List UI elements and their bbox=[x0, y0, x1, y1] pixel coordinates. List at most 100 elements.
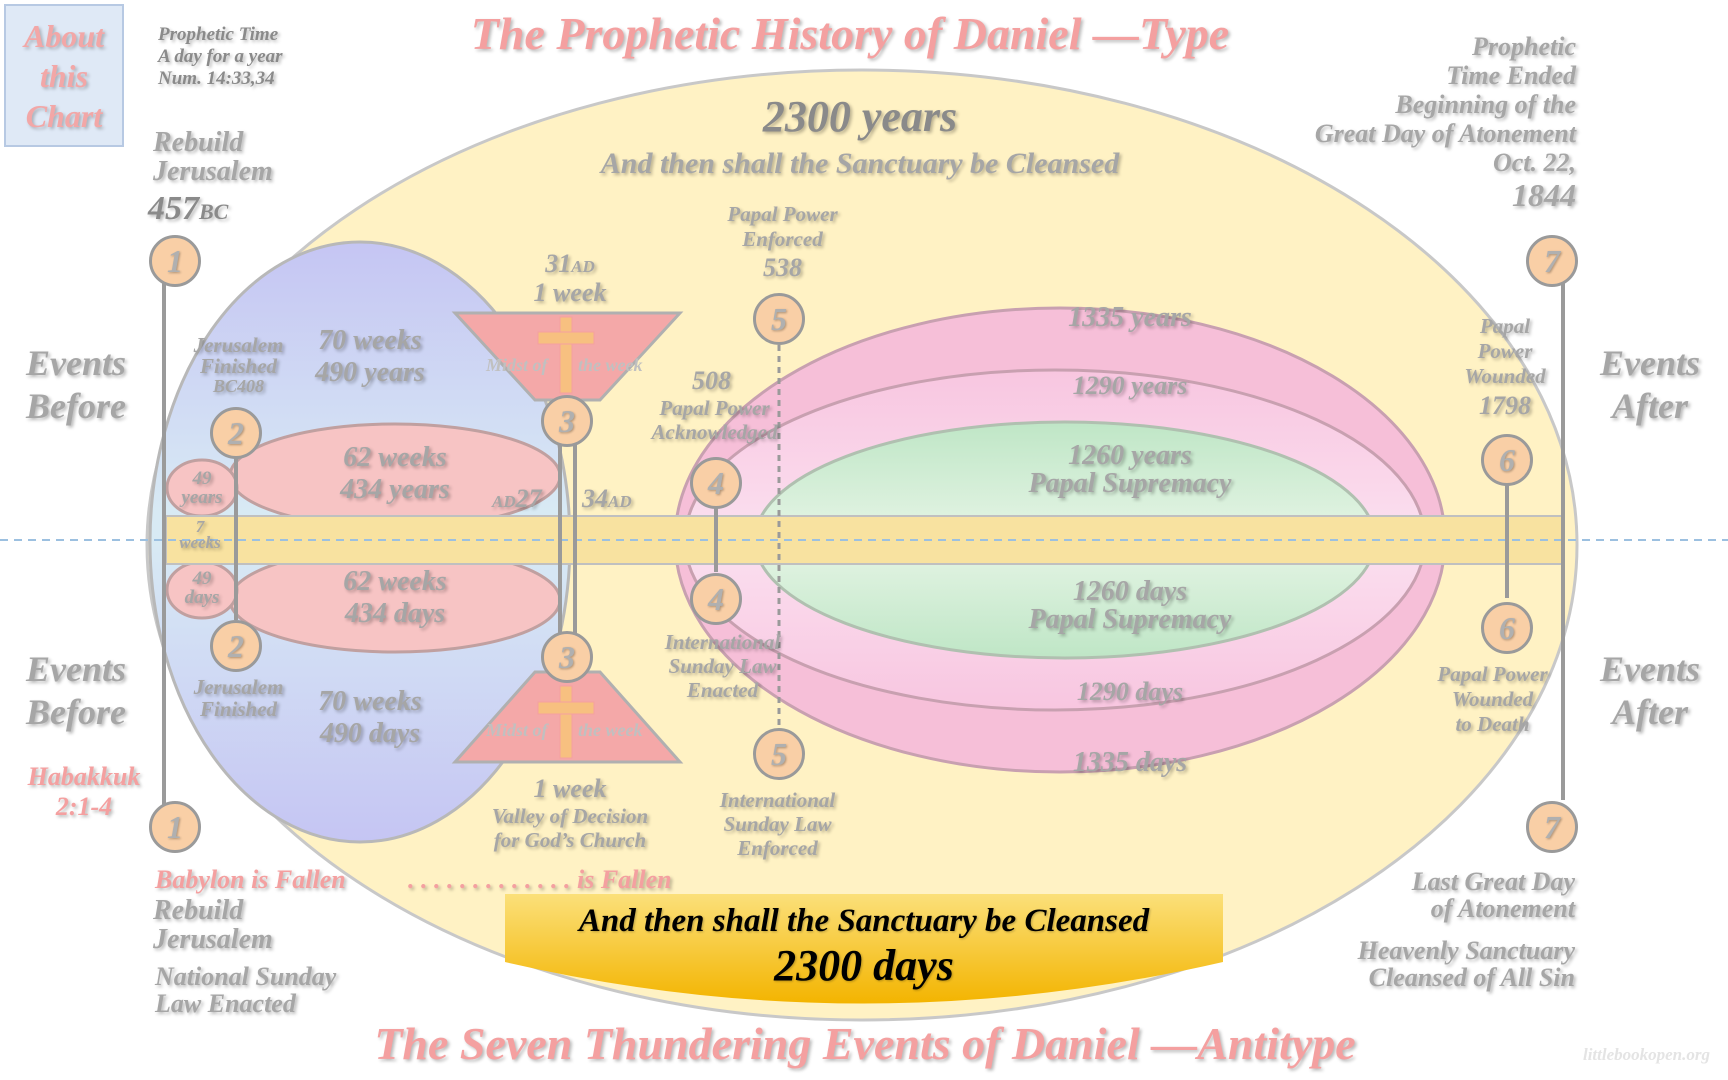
midst-right-lower: the week bbox=[578, 720, 643, 740]
jerusalem-finished-lower: Jerusalem Finished bbox=[186, 676, 291, 720]
event-circle-6-top[interactable]: 6 bbox=[1481, 434, 1533, 486]
isle-l1: International bbox=[664, 630, 781, 654]
event-circle-7-top[interactable]: 7 bbox=[1526, 235, 1578, 287]
last-great-day: Last Great Day of Atonement bbox=[1412, 868, 1575, 923]
center-band bbox=[165, 515, 1565, 565]
hsc-l1: Heavenly Sanctuary bbox=[1357, 936, 1575, 965]
ad34-era: AD bbox=[608, 492, 632, 511]
stw-d-l2: 434 days bbox=[344, 598, 446, 630]
event-circle-3-top[interactable]: 3 bbox=[541, 395, 593, 447]
prophetic-time-3: Num. 14:33,34 bbox=[158, 67, 275, 89]
hab-l1: Habakkuk bbox=[27, 762, 141, 791]
eb-l-l2: Before bbox=[26, 692, 126, 733]
ad27-era: AD bbox=[492, 492, 516, 511]
ea-u-l2: After bbox=[1612, 386, 1688, 427]
event-circle-1-bottom[interactable]: 1 bbox=[149, 801, 201, 853]
years-2300: 2300 years bbox=[762, 92, 958, 141]
forty-nine-years: 49 years bbox=[170, 469, 234, 507]
fn-d-l1: 49 bbox=[192, 568, 212, 589]
event-circle-3-bottom[interactable]: 3 bbox=[541, 631, 593, 683]
ea-l-l1: Events bbox=[1599, 649, 1700, 689]
sw-y-l1: 70 weeks bbox=[318, 325, 422, 356]
rebuild-jerusalem-top: Rebuild Jerusalem bbox=[153, 128, 273, 187]
midst-right-upper: the week bbox=[578, 355, 643, 375]
events-after-upper: Events After bbox=[1580, 342, 1720, 428]
event-circle-4-bottom[interactable]: 4 bbox=[690, 573, 742, 625]
years-1290: 1290 years bbox=[1072, 371, 1188, 400]
prophetic-time-1: Prophetic Time bbox=[158, 24, 279, 45]
ppw-l2: Power bbox=[1477, 339, 1533, 364]
title-bottom: The Seven Thundering Events of Daniel —A… bbox=[374, 1018, 1356, 1069]
sw-d-l2: 490 days bbox=[319, 718, 421, 750]
prophetic-time-note: Prophetic Time A day for a year Num. 14:… bbox=[158, 24, 283, 90]
ptime-l3: Beginning of the bbox=[1395, 90, 1576, 120]
sanctuary-cleansed-top: And then shall the Sanctuary be Cleansed bbox=[600, 147, 1120, 180]
rjb-l2: Jerusalem bbox=[153, 924, 273, 956]
ptime-l4: Great Day of Atonement bbox=[1314, 119, 1576, 149]
international-sunday-law-enacted: International Sunday Law Enacted bbox=[640, 630, 805, 702]
event-circle-5-bottom[interactable]: 5 bbox=[753, 728, 805, 780]
papal-power-acknowledged-508: 508 Papal Power Acknowledged bbox=[632, 366, 797, 444]
year-457: 457 bbox=[148, 190, 199, 227]
year-457bc: 457BC bbox=[148, 191, 228, 227]
ad27-num: 27 bbox=[515, 484, 542, 513]
eb-u-l2: Before bbox=[26, 386, 126, 427]
national-sunday-law: National Sunday Law Enacted bbox=[155, 963, 336, 1018]
vod-l2: Valley of Decision bbox=[491, 803, 649, 828]
ppd-l2: Wounded bbox=[1451, 687, 1534, 712]
sixty-two-weeks-years: 62 weeks 434 years bbox=[325, 442, 465, 506]
sanctuary-banner: And then shall the Sanctuary be Cleansed… bbox=[505, 893, 1223, 1011]
prophetic-time-2: A day for a year bbox=[158, 45, 283, 67]
international-sunday-law-enforced: International Sunday Law Enforced bbox=[695, 788, 860, 860]
ptime-l6: 1844 bbox=[1512, 176, 1576, 213]
event-circle-7-bottom[interactable]: 7 bbox=[1526, 801, 1578, 853]
jfl-l1: Jerusalem bbox=[193, 675, 284, 699]
rebuild-l1: Rebuild bbox=[153, 127, 244, 158]
ad27: AD27 bbox=[492, 485, 542, 512]
ad34-num: 34 bbox=[582, 484, 608, 513]
event-circle-5-top[interactable]: 5 bbox=[753, 293, 805, 345]
vod-l1: 1 week bbox=[533, 774, 607, 803]
seventy-weeks-days: 70 weeks 490 days bbox=[300, 686, 440, 750]
ppa-l3: Acknowledged bbox=[651, 420, 778, 445]
papal-power-enforced-538: Papal Power Enforced 538 bbox=[700, 202, 865, 284]
event-circle-2-bottom[interactable]: 2 bbox=[210, 620, 262, 672]
title-top: The Prophetic History of Daniel —Type bbox=[470, 8, 1230, 59]
event-circle-1-top[interactable]: 1 bbox=[149, 235, 201, 287]
papal-power-wounded-1798: Papal Power Wounded 1798 bbox=[1440, 314, 1570, 421]
event-circle-4-top[interactable]: 4 bbox=[690, 457, 742, 509]
ppa-l2: Papal Power bbox=[659, 395, 770, 420]
hab-l2: 2:1-4 bbox=[55, 791, 113, 821]
ppw-l1: Papal bbox=[1479, 314, 1531, 338]
eb-u-l1: Events bbox=[25, 343, 126, 383]
cross-upper-icon bbox=[537, 316, 595, 394]
ppe-l1: Papal Power bbox=[727, 202, 838, 226]
ppe-l2: Enforced bbox=[742, 227, 823, 252]
ea-l-l2: After bbox=[1612, 692, 1688, 733]
ppd-l3: to Death bbox=[1455, 712, 1530, 737]
hsc-l2: Cleansed of All Sin bbox=[1368, 963, 1575, 993]
nsl-l2: Law Enacted bbox=[155, 989, 296, 1019]
events-after-lower: Events After bbox=[1580, 648, 1720, 734]
sw-d-l1: 70 weeks bbox=[318, 686, 422, 717]
ptime-l1: Prophetic bbox=[1472, 32, 1576, 61]
sv-l1: 7 bbox=[195, 517, 205, 536]
islf-l3: Enforced bbox=[737, 836, 818, 861]
ea-u-l1: Events bbox=[1599, 343, 1700, 383]
ad31-year: 31AD bbox=[505, 249, 635, 279]
event-circle-2-top[interactable]: 2 bbox=[210, 407, 262, 459]
ptime-l2: Time Ended bbox=[1446, 61, 1576, 91]
isle-l3: Enacted bbox=[686, 678, 759, 703]
fn-y-l2: years bbox=[181, 487, 223, 508]
stw-d-l1: 62 weeks bbox=[343, 566, 447, 597]
y1260-l1: 1260 years bbox=[1068, 440, 1192, 471]
year-bc: BC bbox=[199, 199, 229, 224]
ppw-l4: 1798 bbox=[1479, 390, 1531, 420]
papal-power-wounded-to-death: Papal Power Wounded to Death bbox=[1420, 662, 1565, 738]
is-fallen-dots: . . . . . . . . . . . . . is Fallen bbox=[408, 865, 672, 894]
about-chart-button[interactable]: About this Chart bbox=[4, 4, 124, 147]
midst-left-lower: Midst of bbox=[486, 720, 548, 740]
event-circle-6-bottom[interactable]: 6 bbox=[1481, 602, 1533, 654]
sv-l2: weeks bbox=[179, 533, 221, 553]
